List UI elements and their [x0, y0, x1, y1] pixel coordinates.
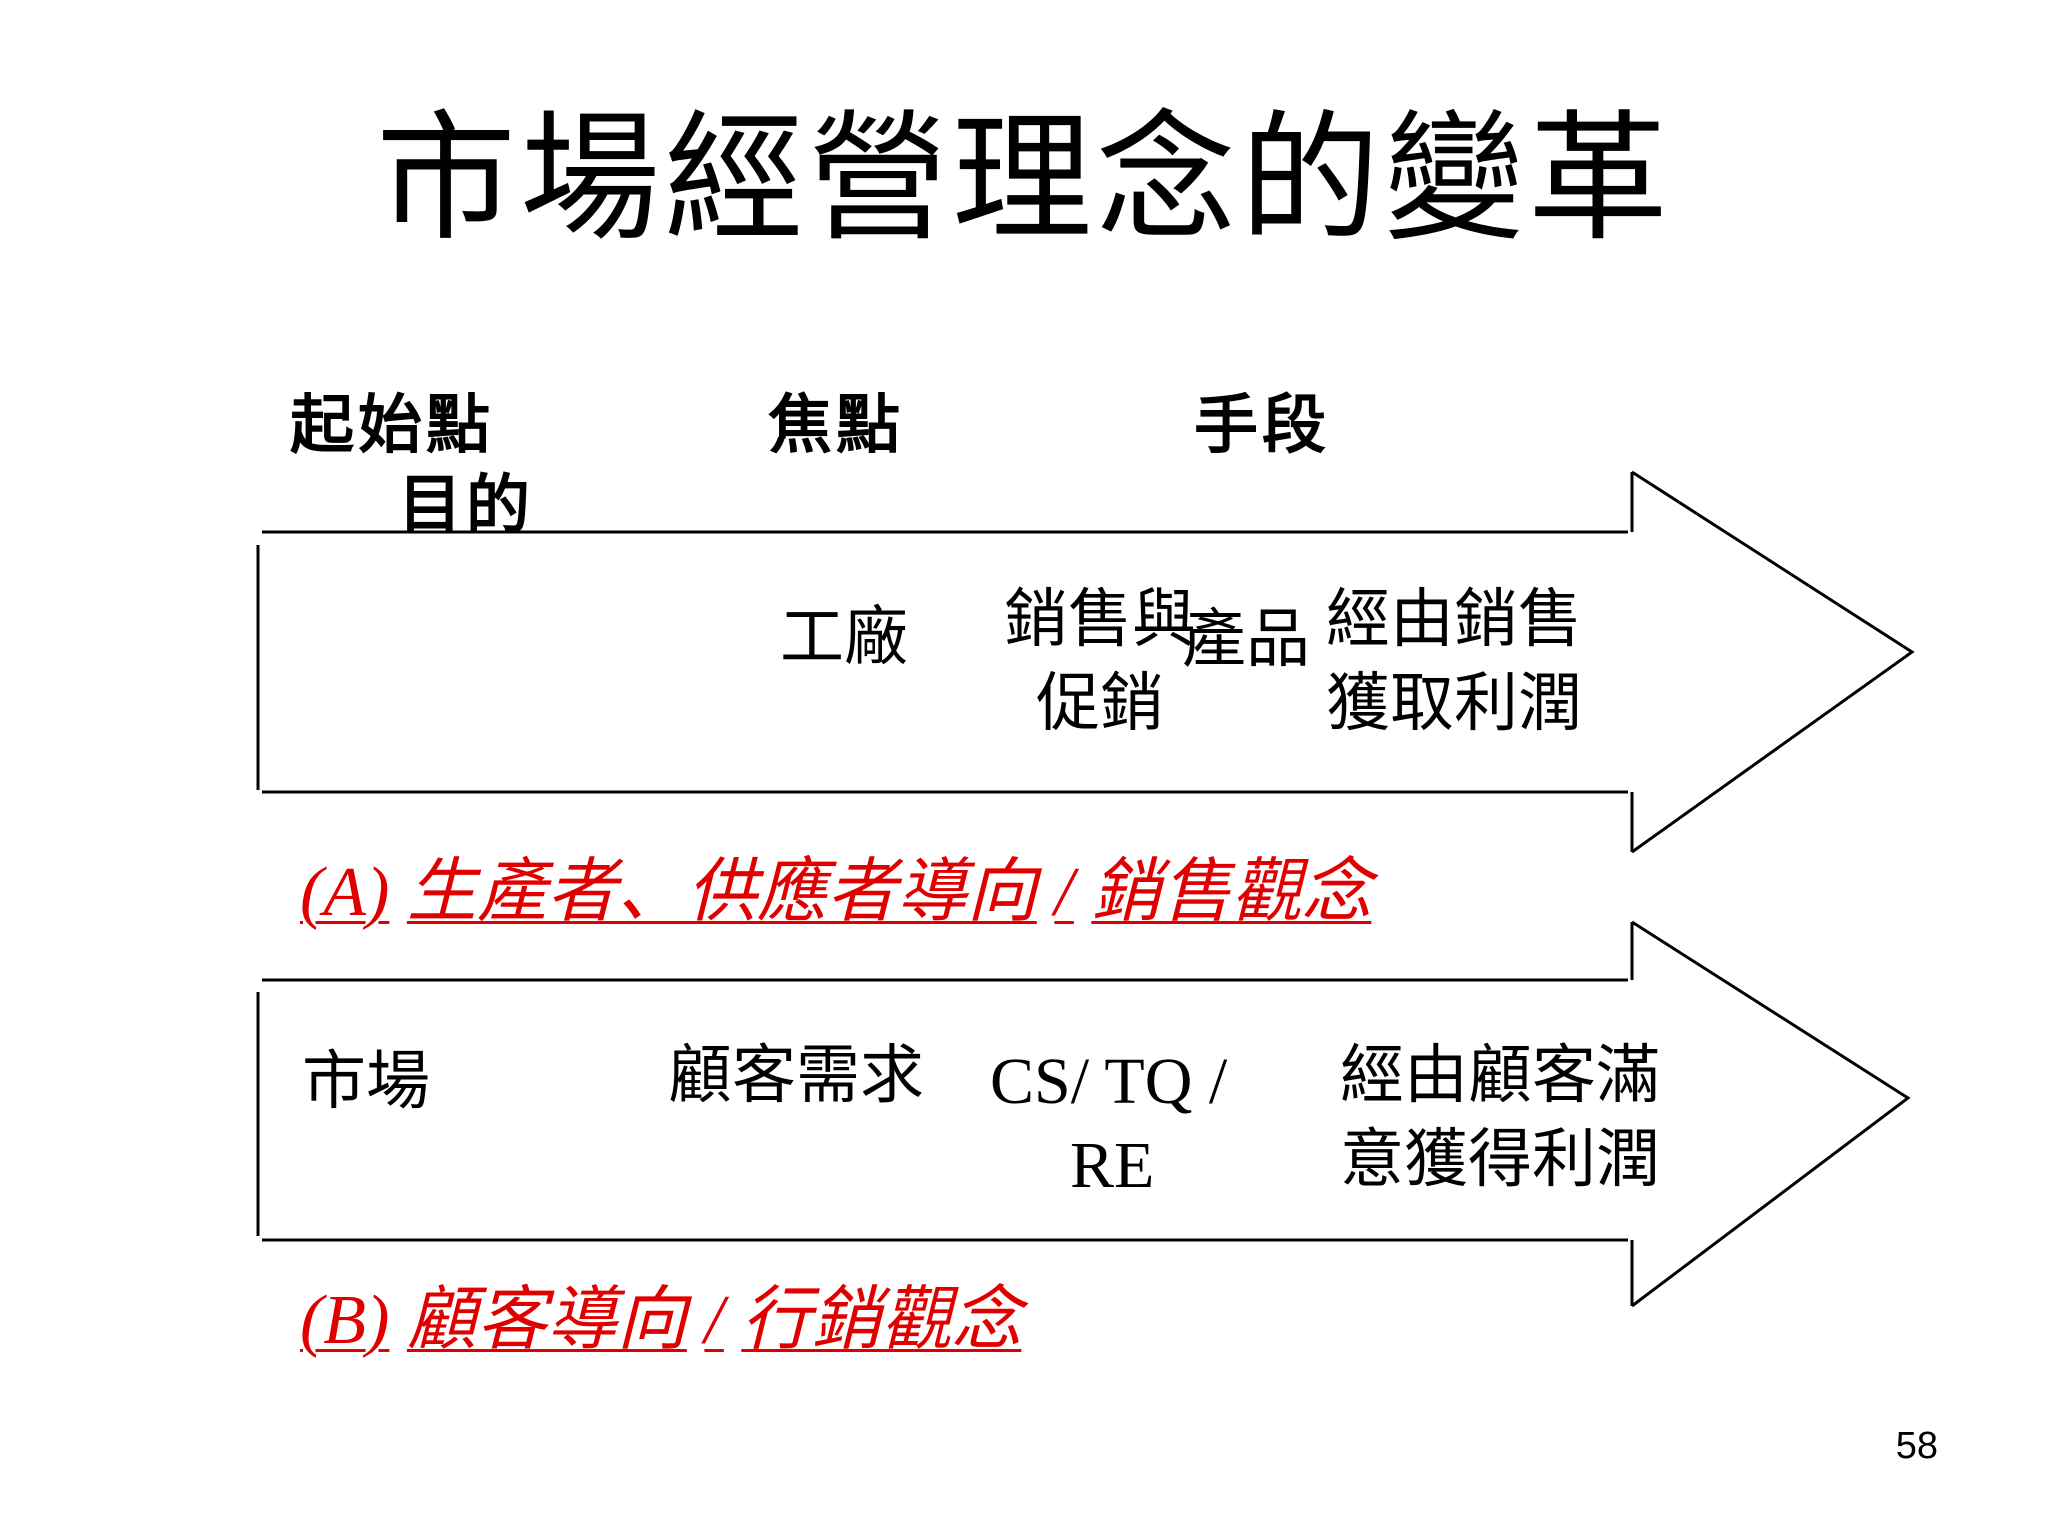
- row-a-means-line2: 促銷: [1036, 667, 1164, 741]
- row-a-focus: 工廠: [780, 601, 908, 675]
- row-b-start: 市場: [302, 1045, 430, 1119]
- caption-a-text: 生產者、供應者導向: [406, 854, 1037, 931]
- header-focus: 焦點: [768, 389, 904, 463]
- row-b-goal-line1: 經由顧客滿: [1340, 1039, 1660, 1113]
- header-start: 起始點: [290, 389, 494, 463]
- caption-b: (B) 顧客導向 / 行銷觀念: [300, 1276, 1021, 1366]
- caption-b-letter: (B): [300, 1282, 390, 1359]
- row-a-goal-line1: 經由銷售: [1326, 583, 1582, 657]
- arrow-b: [256, 920, 1911, 1308]
- caption-a: (A) 生產者、供應者導向 / 銷售觀念: [300, 848, 1371, 938]
- page-number: 58: [1895, 1425, 1938, 1467]
- caption-a-concept: 銷售觀念: [1091, 854, 1372, 931]
- arrow-a: [256, 470, 1915, 854]
- row-b-means-line1: CS/ TQ /: [990, 1045, 1228, 1118]
- row-b-goal-line2: 意獲得利潤: [1340, 1123, 1660, 1197]
- header-means: 手段: [1194, 389, 1330, 463]
- caption-b-separator: /: [704, 1282, 724, 1359]
- header-goal: 目的: [398, 469, 534, 543]
- row-a-goal-line2: 獲取利潤: [1326, 667, 1582, 741]
- caption-a-separator: /: [1054, 854, 1074, 931]
- row-b-means-line2: RE: [1070, 1129, 1155, 1202]
- caption-b-text: 顧客導向: [406, 1282, 687, 1359]
- row-b-focus: 顧客需求: [668, 1039, 924, 1113]
- slide-title: 市場經營理念的變革: [375, 98, 1672, 261]
- row-a-overlap-text: 產品: [1182, 603, 1310, 677]
- row-a-means-line1: 銷售與: [1004, 583, 1196, 657]
- caption-a-letter: (A): [300, 854, 390, 931]
- caption-b-concept: 行銷觀念: [741, 1282, 1022, 1359]
